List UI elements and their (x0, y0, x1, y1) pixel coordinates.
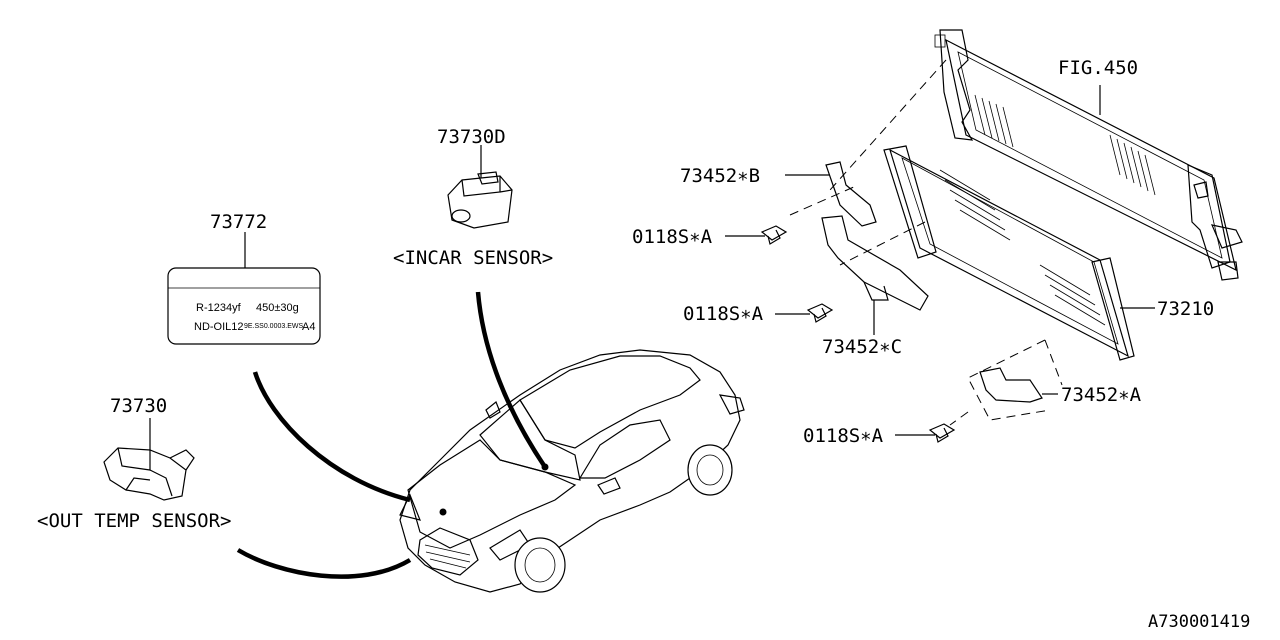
bolt-part-number-2: 0118S∗A (683, 303, 764, 325)
radiator-illustration (934, 29, 1243, 281)
bracket-a-illustration (979, 367, 1043, 403)
incar-sensor-part-number: 73730D (437, 126, 506, 148)
condenser-part-number: 73210 (1157, 298, 1214, 320)
car-illustration (399, 349, 745, 593)
bolt-part-number-1: 0118S∗A (632, 226, 713, 248)
label-suffix-text: A4 (302, 321, 315, 333)
label-code-text: 9E.SS0.0003.EWS (244, 323, 303, 330)
incar-sensor-illustration (447, 145, 513, 229)
bolt-icon (760, 225, 788, 245)
assembly-dashed-lines (789, 59, 1063, 426)
bracket-b-part-number: 73452∗B (680, 165, 760, 187)
outtemp-sensor-caption: <OUT TEMP SENSOR> (37, 510, 231, 532)
fig-reference-label: FIG.450 (1058, 57, 1138, 79)
bracket-b-illustration (825, 161, 877, 227)
label-location-dot (439, 508, 447, 516)
bolt-icon (806, 303, 834, 323)
bracket-c-part-number: 73452∗C (822, 336, 902, 358)
oil-type-text: ND-OIL12 (194, 321, 244, 333)
bolt-part-number-3: 0118S∗A (803, 425, 884, 447)
diagram-id: A730001419 (1148, 612, 1250, 632)
condenser-illustration (883, 145, 1135, 361)
bracket-a-part-number: 73452∗A (1061, 384, 1142, 406)
bracket-c-illustration (821, 215, 929, 311)
outtemp-sensor-illustration (103, 418, 195, 501)
refrigerant-type-text: R-1234yf (196, 302, 242, 314)
refrigerant-label-illustration: R-1234yf 450±30g ND-OIL12 9E.SS0.0003.EW… (167, 232, 321, 345)
incar-sensor-caption: <INCAR SENSOR> (393, 247, 553, 269)
refrigerant-amount-text: 450±30g (256, 302, 299, 314)
leader-lines-right (725, 85, 1155, 436)
pointer-lines (236, 291, 547, 579)
outtemp-sensor-part-number: 73730 (110, 395, 167, 417)
bolt-icon (928, 423, 956, 443)
label-part-number: 73772 (210, 211, 267, 233)
